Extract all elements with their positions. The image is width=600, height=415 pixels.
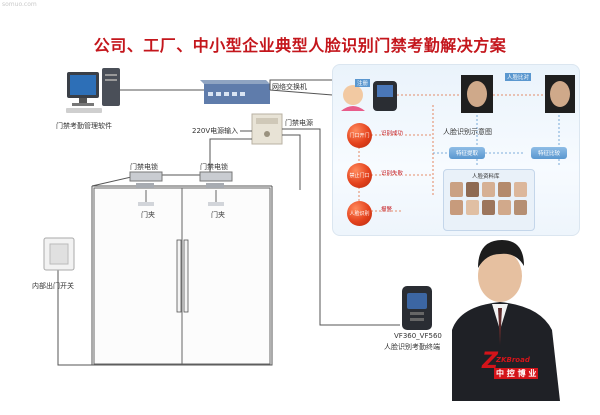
step-node-open-door: 门口开门 (347, 123, 372, 148)
face-thumbnail (498, 182, 511, 197)
face-thumbnail (498, 200, 511, 215)
double-door-icon (93, 187, 271, 365)
computer-icon (66, 68, 120, 113)
face-thumbnail (514, 200, 527, 215)
label-lock-left: 门禁电锁 (130, 163, 158, 171)
arrow-label-alarm: 报警 (381, 207, 393, 213)
step-node-deny-door: 禁止门口 (347, 163, 372, 188)
face-database-title: 人脸资料库 (472, 174, 500, 180)
label-device-name: 人脸识别考勤终端 (384, 343, 440, 351)
panel-graphics (341, 75, 575, 215)
face-thumbnail (450, 182, 463, 197)
arrow-label-fail: 识别失败 (381, 171, 404, 177)
label-door-power: 门禁电源 (285, 119, 313, 127)
brand-mark-icon: Z (482, 349, 498, 374)
label-software: 门禁考勤管理软件 (56, 122, 112, 130)
pill-feature-compare: 特征比较 (531, 147, 567, 159)
label-network-switch: 网络交换机 (272, 83, 307, 91)
exit-switch-icon (43, 237, 75, 271)
brand-name-en: ZKBroad (496, 356, 530, 364)
step-node-face-recognition: 人脸识别 (347, 201, 372, 226)
network-switch-icon (200, 80, 270, 104)
face-thumbnail (466, 182, 479, 197)
watermark: somuo.com (2, 1, 37, 8)
face-thumbnail (466, 200, 479, 215)
panel-diagram-title: 人脸识别示意图 (443, 128, 492, 136)
face-thumbnail (514, 182, 527, 197)
brand-name-cn: 中 控 博 业 (494, 368, 539, 379)
face-database-box: 人脸资料库 (443, 169, 535, 231)
label-device-model: VF360_VF560 (394, 332, 442, 340)
face-thumbnail (482, 182, 495, 197)
label-door-left: 门夹 (141, 211, 155, 219)
person-photo (440, 240, 562, 401)
label-exit-switch: 内部出门开关 (32, 282, 74, 290)
pill-feature-extract: 特征提取 (449, 147, 485, 159)
arrow-label-success: 识别成功 (381, 131, 404, 137)
electric-lock-right-icon (199, 171, 233, 206)
label-door-right: 门夹 (211, 211, 225, 219)
face-thumbnail (450, 200, 463, 215)
panel-tag-verify: 人脸比对 (505, 73, 532, 81)
label-power-input: 220V电源输入 (192, 127, 239, 135)
electric-lock-left-icon (129, 171, 163, 206)
door-power-box-icon (251, 113, 283, 145)
diagram-title: 公司、工厂、中小型企业典型人脸识别门禁考勤解决方案 (93, 36, 507, 55)
panel-tag-register: 注册 (355, 79, 371, 87)
face-thumbnail (482, 200, 495, 215)
brand-logo: Z ZKBroad 中 控 博 业 (482, 349, 544, 383)
label-lock-right: 门禁电锁 (200, 163, 228, 171)
face-terminal-icon (402, 286, 432, 330)
face-recognition-panel: 注册 人脸比对 人脸识别示意图 门口开门 禁止门口 人脸识别 识别成功 识别失败… (332, 64, 580, 236)
